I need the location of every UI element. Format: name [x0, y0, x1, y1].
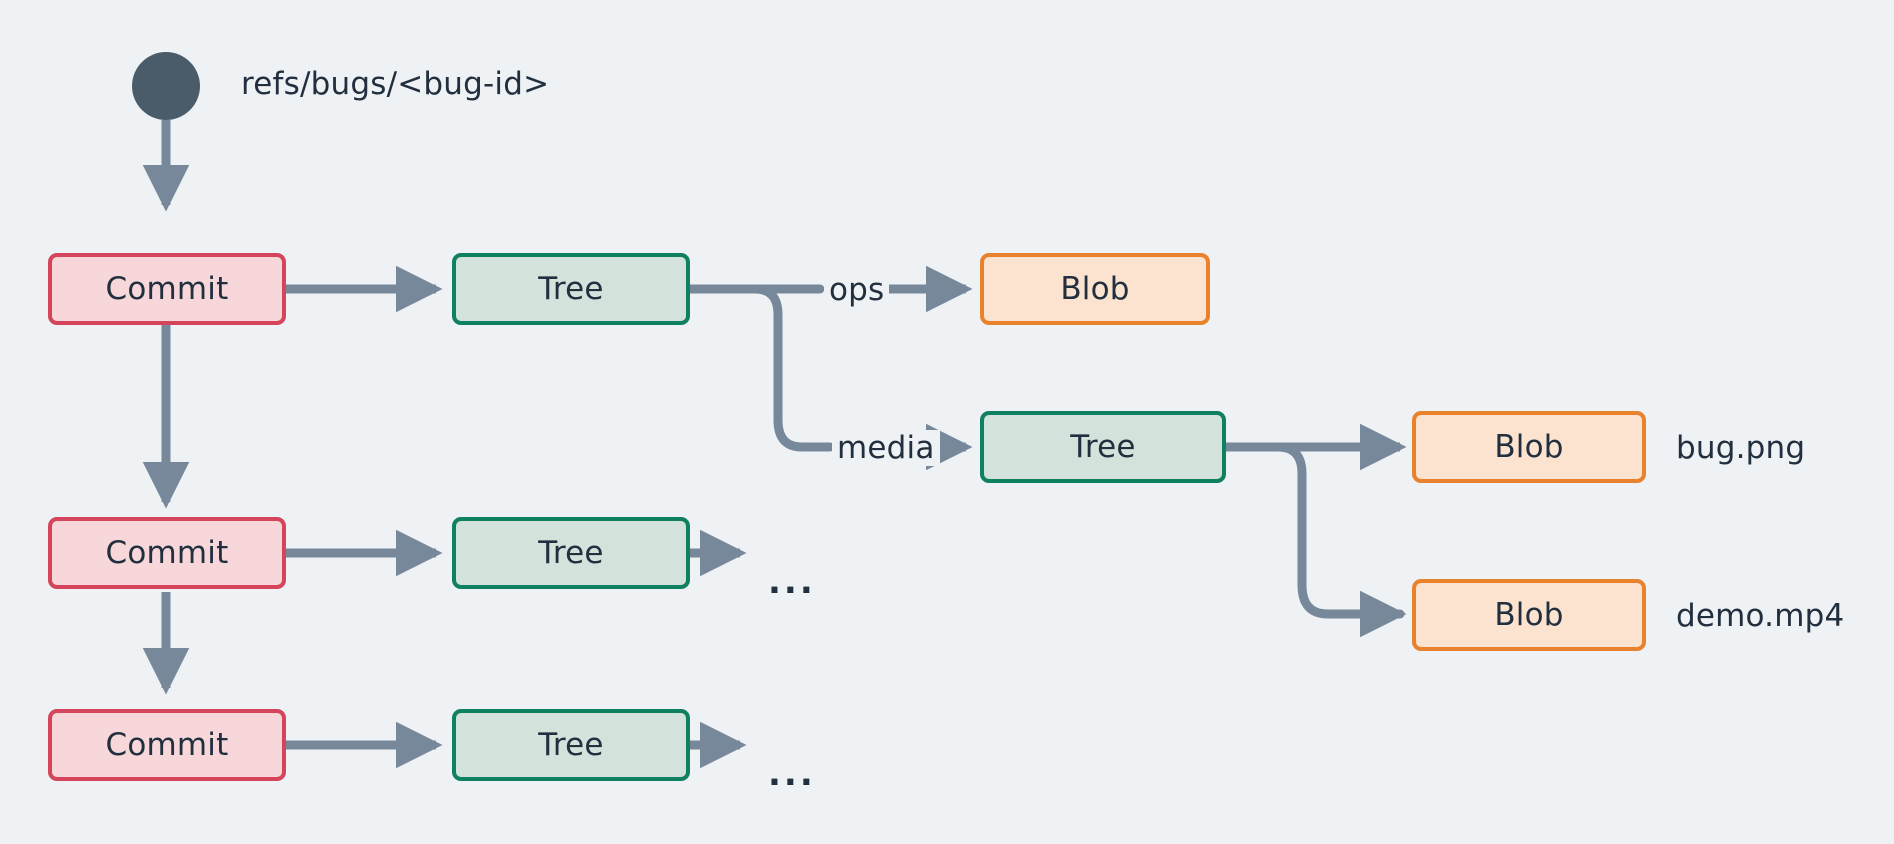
commit-node-2-label: Commit — [105, 535, 229, 571]
edge-tree-media-to-blob-demo-mp4 — [1221, 442, 1407, 638]
tree-node-1[interactable]: Tree — [452, 253, 690, 325]
file-caption-demo-mp4: demo.mp4 — [1676, 598, 1845, 634]
blob-node-ops[interactable]: Blob — [980, 253, 1210, 325]
tree-node-1-label: Tree — [538, 271, 604, 307]
file-caption-bug-png: bug.png — [1676, 430, 1806, 466]
commit-node-3[interactable]: Commit — [48, 709, 286, 781]
ref-root-label: refs/bugs/<bug-id> — [241, 66, 550, 102]
blob-node-demo-mp4[interactable]: Blob — [1412, 579, 1646, 651]
commit-node-1[interactable]: Commit — [48, 253, 286, 325]
commit-node-2[interactable]: Commit — [48, 517, 286, 589]
tree-node-2-label: Tree — [538, 535, 604, 571]
ellipsis-row-3: ... — [768, 754, 816, 794]
tree-node-2[interactable]: Tree — [452, 517, 690, 589]
blob-node-ops-label: Blob — [1060, 271, 1130, 307]
tree-node-3[interactable]: Tree — [452, 709, 690, 781]
tree-node-3-label: Tree — [538, 727, 604, 763]
tree-node-media[interactable]: Tree — [980, 411, 1226, 483]
commit-node-1-label: Commit — [105, 271, 229, 307]
blob-node-bug-png[interactable]: Blob — [1412, 411, 1646, 483]
edge-label-media: media — [832, 430, 940, 466]
edge-tree-1-to-media-label — [685, 284, 835, 452]
blob-node-bug-png-label: Blob — [1494, 429, 1564, 465]
tree-node-media-label: Tree — [1070, 429, 1136, 465]
ref-root-node[interactable] — [132, 52, 200, 120]
commit-node-3-label: Commit — [105, 727, 229, 763]
blob-node-demo-mp4-label: Blob — [1494, 597, 1564, 633]
edge-label-ops: ops — [824, 272, 890, 308]
ellipsis-row-2: ... — [768, 562, 816, 602]
